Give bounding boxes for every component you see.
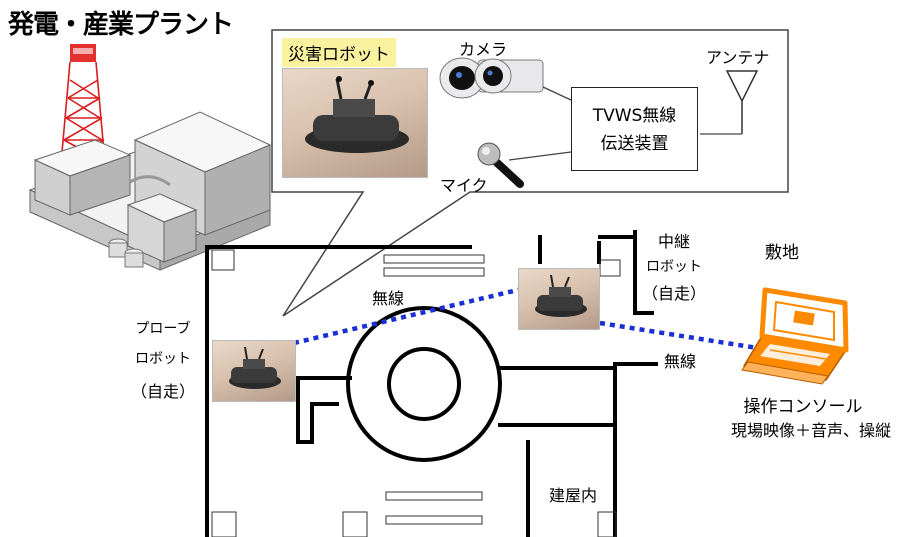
robot-icon xyxy=(305,76,409,153)
reactor-ring-outer xyxy=(346,306,502,462)
tvws-transmitter-box: TVWS無線 伝送装置 xyxy=(571,87,698,171)
probe-robot-photo xyxy=(212,340,296,402)
probe-robot-icon xyxy=(229,346,281,389)
relay-robot-label: 中継 ロボット （自走） xyxy=(636,228,712,304)
console-description: 現場映像＋音声、操縦 xyxy=(730,421,891,440)
power-plant-illustration xyxy=(28,44,272,271)
antenna-label: アンテナ xyxy=(706,48,770,67)
relay-robot-line1: 中継 xyxy=(657,232,690,251)
disaster-robot-photo xyxy=(282,68,428,178)
floor-plan xyxy=(205,230,658,537)
wireless-link-relay-console xyxy=(599,320,771,353)
page-title: 発電・産業プラント xyxy=(8,10,234,40)
tvws-line2: 伝送装置 xyxy=(600,134,669,154)
building-inside-label: 建屋内 xyxy=(549,486,598,505)
operation-console-icon xyxy=(741,287,849,385)
microphone-icon xyxy=(477,142,524,188)
disaster-robot-label: 災害ロボット xyxy=(282,38,396,67)
probe-robot-line3: （自走） xyxy=(130,382,195,401)
wireless-link-probe-relay xyxy=(293,286,523,346)
probe-robot-line1: プローブ xyxy=(135,321,191,337)
relay-robot-icon xyxy=(535,274,587,317)
reactor-ring-inner xyxy=(387,347,461,421)
relay-robot-line2: ロボット xyxy=(646,259,702,275)
camera-connector xyxy=(542,86,572,101)
mic-connector xyxy=(508,151,572,161)
relay-robot-photo xyxy=(518,268,600,330)
console-label: 操作コンソール xyxy=(743,397,863,417)
floor-rooms xyxy=(211,249,621,537)
antenna-icon xyxy=(725,70,759,134)
wireless-label-1: 無線 xyxy=(372,289,405,308)
mic-label: マイク xyxy=(440,176,488,195)
camera-icon xyxy=(439,57,544,99)
site-label: 敷地 xyxy=(765,243,799,263)
tvws-line1: TVWS無線 xyxy=(592,106,677,126)
probe-robot-line2: ロボット xyxy=(135,351,191,367)
camera-label: カメラ xyxy=(459,40,508,59)
relay-robot-line3: （自走） xyxy=(641,284,706,303)
wireless-label-2: 無線 xyxy=(664,352,697,371)
probe-robot-label: プローブ ロボット （自走） xyxy=(120,318,206,402)
